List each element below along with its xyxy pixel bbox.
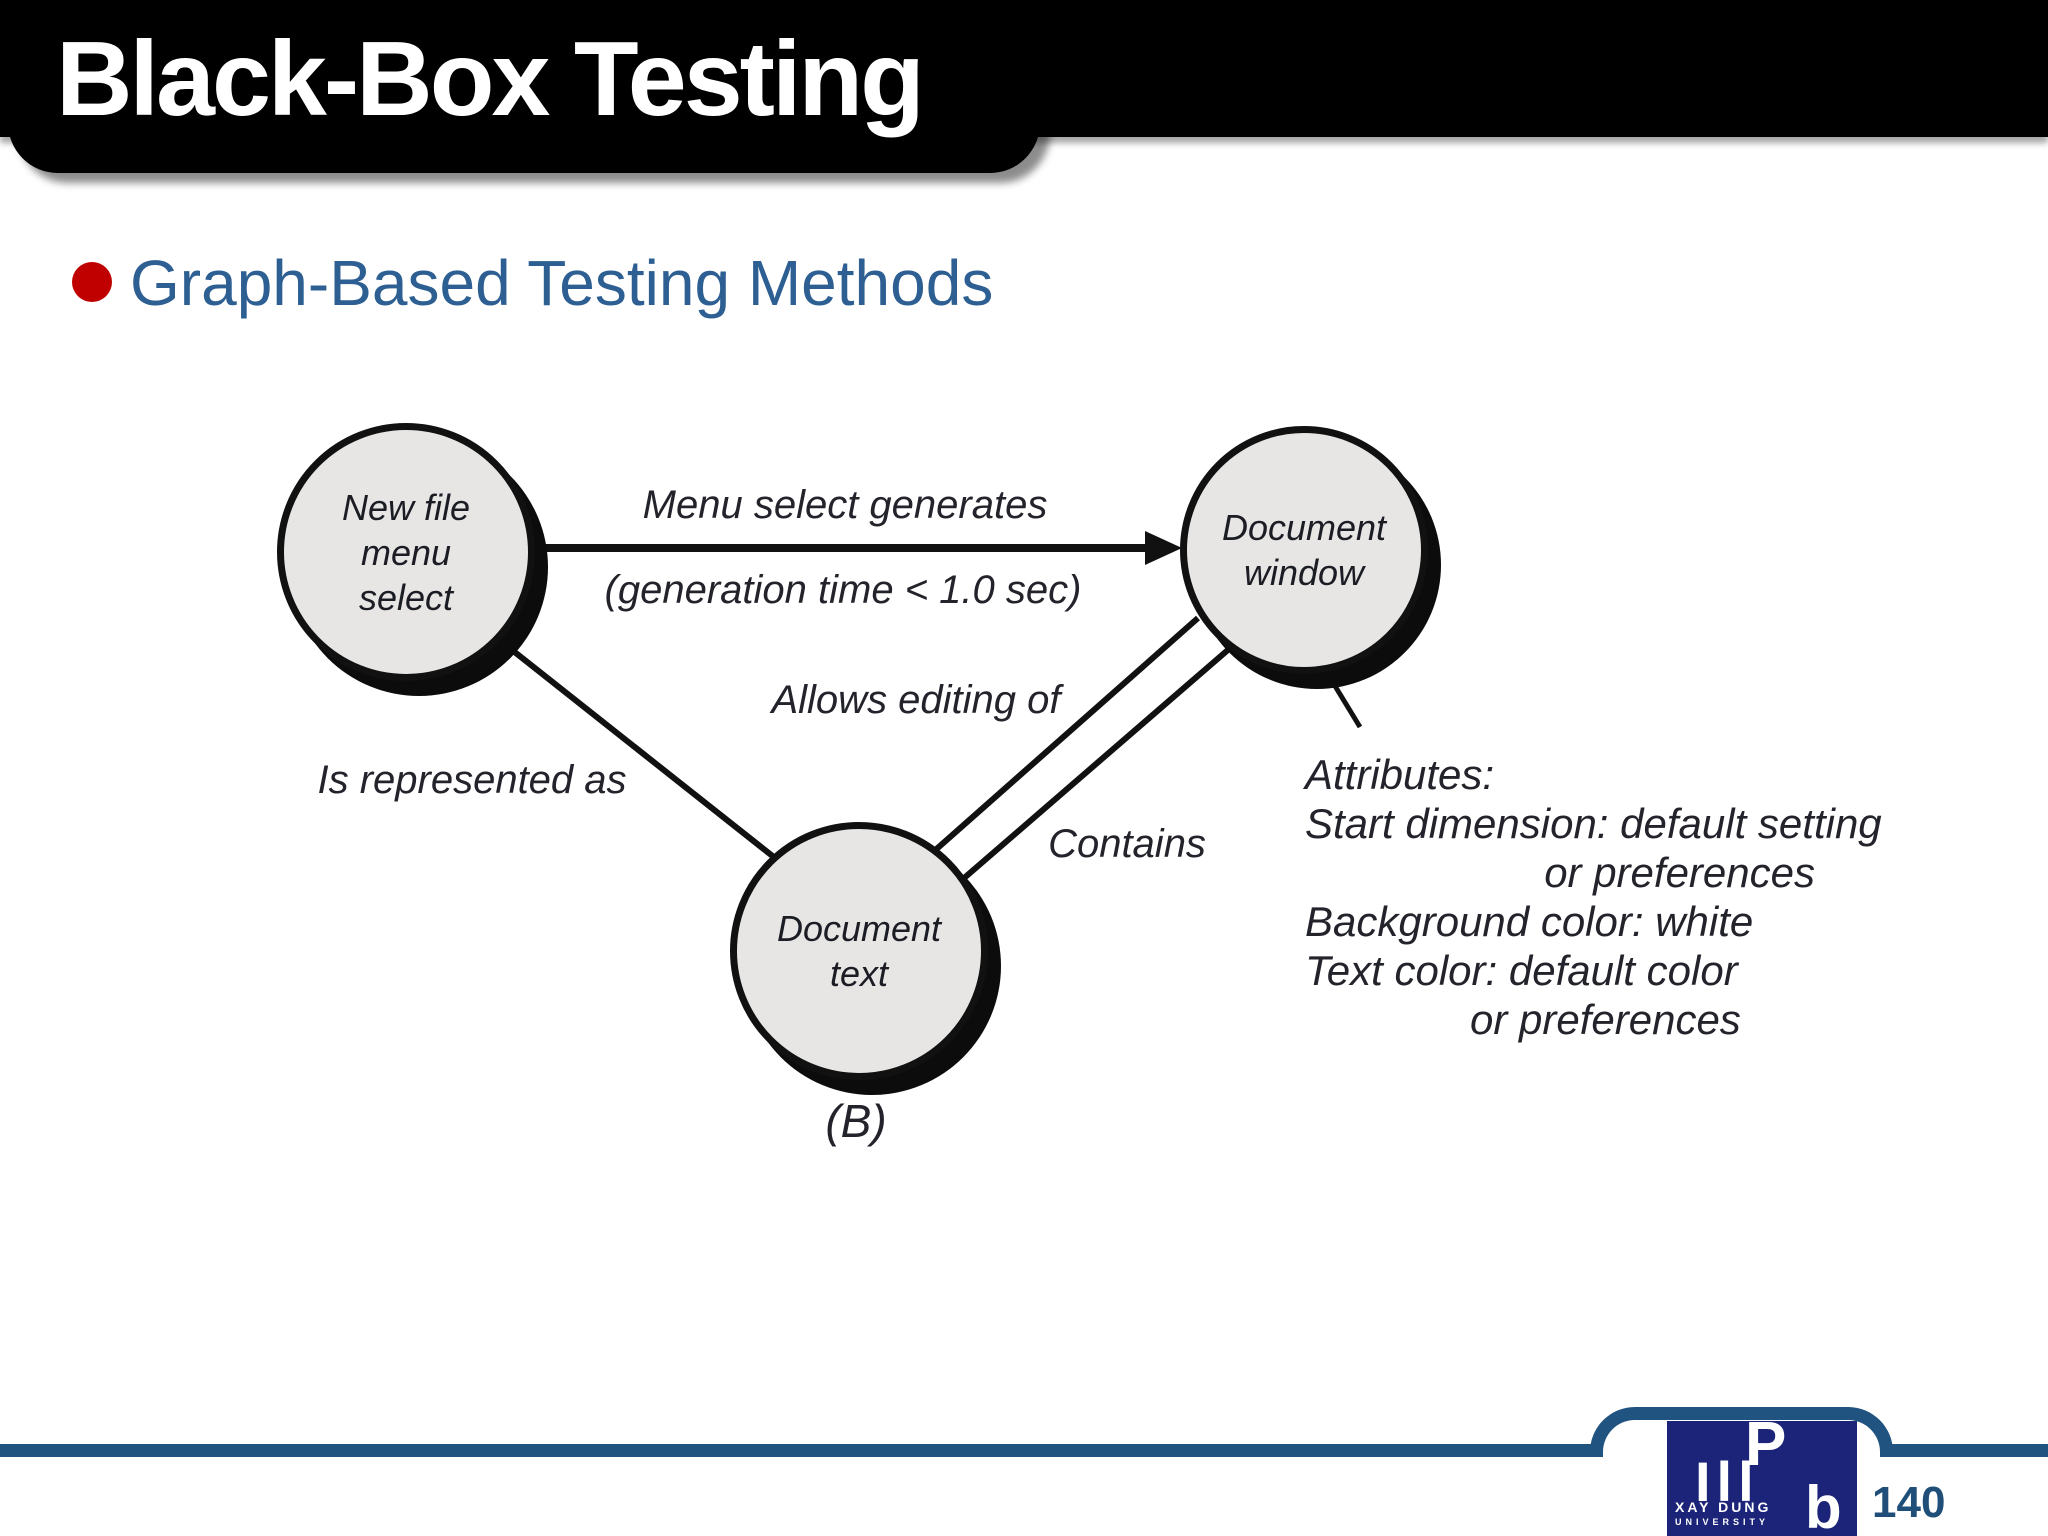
figure-caption: (B) <box>825 1095 887 1147</box>
logo-caption-line2: UNIVERSITY <box>1675 1517 1770 1527</box>
slide-title: Black-Box Testing <box>56 20 925 138</box>
node-new-file-menu-select: New file menu select <box>277 423 535 681</box>
title-plate: Black-Box Testing <box>8 0 1040 173</box>
edge-label-menu-select-generates: Menu select generates <box>642 483 1048 527</box>
edge-label-contains: Contains <box>1048 822 1206 866</box>
section-heading: Graph-Based Testing Methods <box>130 247 994 319</box>
attributes-annotation: Attributes: Start dimension: default set… <box>1305 750 1882 1044</box>
node-document-window: Document window <box>1180 426 1428 674</box>
node-label: Document window <box>1221 507 1387 593</box>
edge-label-is-represented-as: Is represented as <box>317 758 627 802</box>
bullet-dot-icon <box>72 262 112 302</box>
node-document-text: Document text <box>730 822 988 1080</box>
logo-letter-p: P <box>1745 1421 1787 1479</box>
attr-line: Attributes: <box>1305 751 1495 798</box>
attr-line: or preferences <box>1470 996 1741 1043</box>
attr-line: Start dimension: default setting <box>1305 800 1882 847</box>
edge-label-allows-editing-of: Allows editing of <box>771 678 1061 722</box>
logo-caption-line1: XAY DUNG <box>1675 1499 1772 1515</box>
attr-line: Background color: white <box>1305 898 1754 945</box>
university-logo: P Ill b XAY DUNG UNIVERSITY <box>1667 1421 1857 1536</box>
page-number: 140 <box>1872 1478 1946 1527</box>
logo-letter-mid: Ill <box>1695 1450 1760 1513</box>
logo-letter-b: b <box>1805 1474 1842 1536</box>
footer-rule <box>0 1444 2048 1457</box>
edge-is-represented-as <box>505 643 777 861</box>
node-label: New file menu select <box>341 486 471 618</box>
arrowhead-icon <box>1145 531 1182 565</box>
edge-allows-editing-line1 <box>930 615 1200 856</box>
attr-line: Text color: default color <box>1305 947 1738 994</box>
edge-label-generation-time: (generation time < 1.0 sec) <box>604 568 1082 612</box>
edge-allows-editing-line2 <box>961 646 1231 882</box>
attr-line: or preferences <box>1544 849 1815 896</box>
node-label: Document text <box>776 908 942 994</box>
